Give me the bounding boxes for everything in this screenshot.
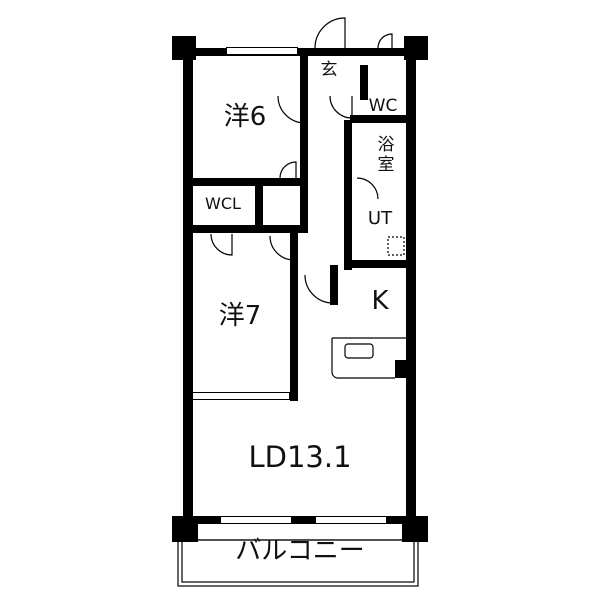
room-label-ld: LD13.1 xyxy=(248,440,352,474)
window-balcony-left xyxy=(220,516,292,524)
window-balcony-right xyxy=(315,516,387,524)
room-label-bathroom: 浴室 xyxy=(377,135,395,175)
room-label-utility: UT xyxy=(367,208,393,229)
window-top xyxy=(226,47,298,55)
room-label-western-7: 洋7 xyxy=(218,301,262,331)
room-label-entrance: 玄 xyxy=(320,60,338,80)
room-label-wcl: WCL xyxy=(205,194,241,213)
room-label-kitchen: K xyxy=(371,286,389,316)
room-label-balcony: バルコニー xyxy=(235,536,365,566)
room-label-western-6: 洋6 xyxy=(223,102,267,132)
room-label-wc: WC xyxy=(368,96,398,116)
